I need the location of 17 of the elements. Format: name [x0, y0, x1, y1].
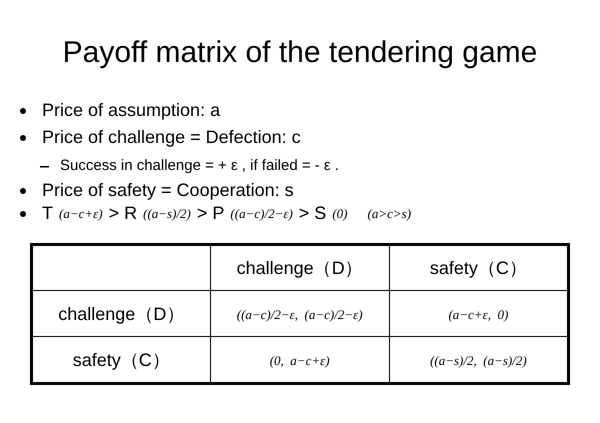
math-formula: (a−c+ε): [59, 206, 103, 222]
bullet-text: Price of assumption: a: [42, 100, 220, 121]
payoff-cell: ((a−c)/2−ε, (a−c)/2−ε): [210, 290, 390, 336]
column-header: challenge（D）: [210, 244, 390, 290]
slide-title: Payoff matrix of the tendering game: [62, 36, 538, 70]
bullet-text: Price of safety = Cooperation: s: [42, 180, 294, 201]
bullet-text: Success in challenge = + ε , if failed = - ε .: [60, 157, 339, 174]
math-formula: (a>c>s): [368, 206, 412, 222]
math-formula: ((a−s)/2): [143, 206, 191, 222]
math-formula: (0): [332, 206, 348, 222]
math-formula: ((a−c)/2−ε): [230, 206, 293, 222]
row-header: challenge（D）: [32, 290, 210, 336]
bullet-text: T: [42, 203, 53, 224]
bullet-text: > R: [108, 203, 138, 224]
bullet-text: > P: [196, 203, 224, 224]
bullet-text: > S: [298, 203, 326, 224]
bullet-text: Price of challenge = Defection: c: [42, 127, 301, 148]
